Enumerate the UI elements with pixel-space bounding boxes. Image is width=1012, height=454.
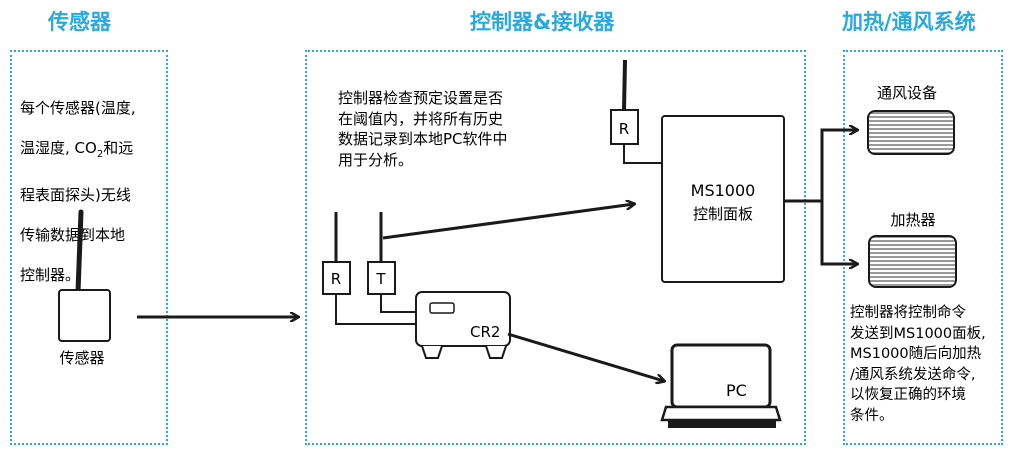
controller-description: 控制器检查预定设置是否 在阈值内，并将所有历史 数据记录到本地PC软件中 用于分… <box>338 89 508 169</box>
receiver-antenna-cable <box>623 144 663 164</box>
heater-box <box>868 235 957 288</box>
cr2-label: CR2 <box>470 323 500 341</box>
pc-computer: PC <box>660 343 782 428</box>
antenna-t-cable <box>380 294 416 313</box>
pc-keyboard <box>660 405 782 422</box>
to-ventilation-arrow <box>820 130 857 201</box>
sensor-panel <box>10 50 168 445</box>
antenna-t-label: T <box>375 270 386 288</box>
cr2-display <box>429 302 455 314</box>
ventilation-box <box>867 110 955 155</box>
ventilation-unit: 通风设备 <box>867 84 955 155</box>
receiver-antenna-label: R <box>619 120 629 138</box>
cr2-receiver: R T CR2 <box>322 212 511 359</box>
antenna-r-cable <box>335 294 416 325</box>
sensor-text-line5: 控制器。 <box>20 266 81 284</box>
cr2-to-pc-arrow <box>507 332 664 381</box>
sensor-text-line2-tail: 和远 <box>103 139 134 157</box>
hvac-panel <box>843 50 1003 445</box>
ms1000-subtitle: 控制面板 <box>693 205 753 223</box>
pc-label: PC <box>726 381 747 400</box>
ms1000-receiver-antenna: R <box>610 59 663 164</box>
sensor-text-line2-head: 温湿度, CO <box>20 139 97 157</box>
sensor-antenna <box>75 209 84 295</box>
transmit-to-ms1000-arrow <box>382 204 634 240</box>
antenna-r-box <box>322 261 351 295</box>
pc-monitor <box>670 343 772 409</box>
controller-panel <box>305 50 806 445</box>
ms1000-panel: MS1000 控制面板 <box>661 115 785 283</box>
to-heater-arrow <box>820 201 857 264</box>
cr2-foot-right <box>485 345 507 359</box>
ms1000-box <box>661 115 785 283</box>
sensor-box <box>58 289 111 342</box>
receiver-antenna-mast <box>622 59 627 111</box>
hvac-heading: 加热/通风系统 <box>842 10 976 34</box>
sensor-text-line4: 传输数据到本地 <box>20 226 126 244</box>
sensor-device-label: 传感器 <box>59 349 104 367</box>
ventilation-label: 通风设备 <box>877 84 937 102</box>
sensor-text-line1: 每个传感器(温度, <box>20 99 136 117</box>
sensor-text-line2: 温湿度, CO2和远 <box>20 138 136 165</box>
sensor-device: 传感器 <box>58 209 111 367</box>
hvac-note: 控制器将控制命令 发送到MS1000面板, MS1000随后向加热 /通风系统发… <box>850 305 986 424</box>
ms1000-to-hvac-arrows <box>784 130 857 264</box>
heater-unit: 加热器 <box>868 211 957 288</box>
sensor-description: 每个传感器(温度, 温湿度, CO2和远 程表面探头)无线 传输数据到本地 控制… <box>20 78 136 305</box>
co2-subscript: 2 <box>96 149 104 160</box>
sensor-text-line3: 程表面探头)无线 <box>20 186 131 204</box>
antenna-r-label: R <box>331 270 341 288</box>
pc-base <box>668 420 776 428</box>
receiver-antenna-box <box>610 109 639 145</box>
controller-heading: 控制器&接收器 <box>470 10 615 34</box>
cr2-foot-left <box>421 345 443 359</box>
ms1000-title: MS1000 <box>691 181 756 200</box>
heater-label: 加热器 <box>890 211 935 229</box>
sensor-heading: 传感器 <box>48 10 111 34</box>
